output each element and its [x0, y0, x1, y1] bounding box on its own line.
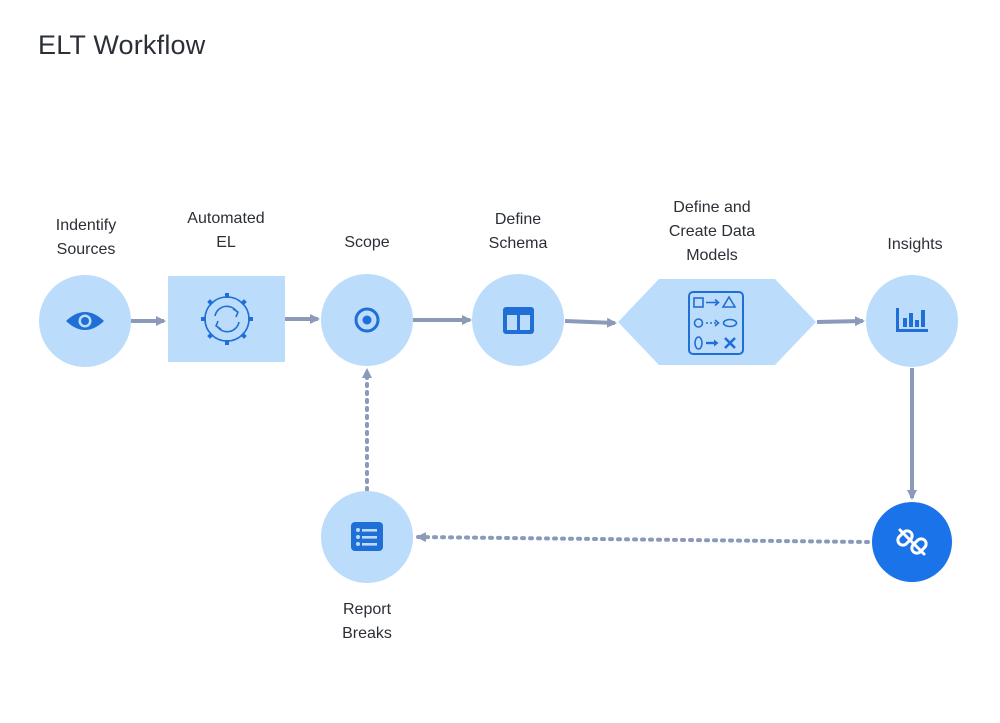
label-automated-el: Automated EL — [187, 210, 265, 251]
arrow-schema-to-models — [564, 317, 617, 328]
target-icon — [354, 307, 380, 333]
node-report-breaks[interactable] — [321, 491, 413, 583]
node-data-models[interactable] — [618, 279, 816, 365]
node-scope[interactable] — [321, 274, 413, 366]
gear-sync-icon — [201, 293, 253, 345]
columns-icon — [503, 307, 534, 334]
label-scope: Scope — [344, 234, 390, 251]
label-report-breaks: Report Breaks — [342, 601, 392, 642]
arrow-breaks-to-report — [416, 532, 870, 544]
node-define-schema[interactable] — [472, 274, 564, 366]
label-define-schema: Define Schema — [488, 211, 548, 252]
node-identify-sources[interactable] — [39, 275, 131, 367]
node-automated-el[interactable] — [168, 276, 285, 362]
eye-icon — [66, 312, 104, 330]
shape-mapping-icon — [688, 291, 744, 355]
node-breaks[interactable] — [872, 502, 952, 582]
connectors — [131, 314, 917, 544]
label-identify-sources: Indentify Sources — [55, 217, 117, 258]
broken-link-icon — [896, 528, 928, 556]
list-icon — [351, 522, 383, 551]
node-insights[interactable] — [866, 275, 958, 367]
arrow-models-to-insights — [816, 316, 865, 327]
diagram-title: ELT Workflow — [38, 30, 206, 60]
label-data-models: Define and Create Data Models — [668, 199, 756, 264]
bar-chart-icon — [896, 308, 928, 332]
label-insights: Insights — [887, 236, 943, 253]
